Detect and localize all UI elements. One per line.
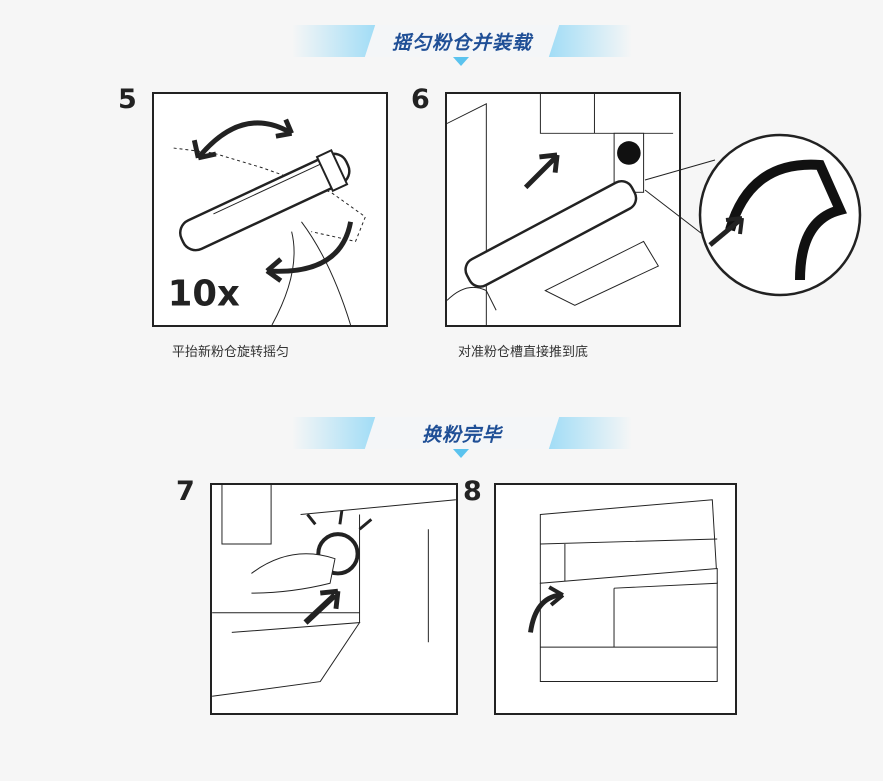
step-number: 8 [463,476,482,507]
section-banner-complete: 换粉完毕 [292,417,632,458]
step-number: 6 [411,84,430,115]
section-title: 换粉完毕 [421,424,502,446]
step-6-zoom-callout [644,133,862,297]
step-5-illustration: 10x [152,92,388,327]
step-6-illustration [445,92,681,327]
step-5-caption: 平抬新粉仓旋转摇匀 [172,345,290,360]
pointer-triangle-icon [453,57,469,66]
repeat-count-label: 10x [168,273,240,314]
pointer-triangle-icon [453,449,469,458]
step-7-illustration [210,483,458,715]
step-number: 5 [118,84,137,115]
step-number: 7 [176,476,195,507]
section-title: 摇匀粉仓并装载 [391,32,532,54]
section-banner-shake-load: 摇匀粉仓并装载 [292,25,632,66]
step-6-caption: 对准粉仓槽直接推到底 [458,345,589,360]
step-8-illustration [494,483,737,715]
